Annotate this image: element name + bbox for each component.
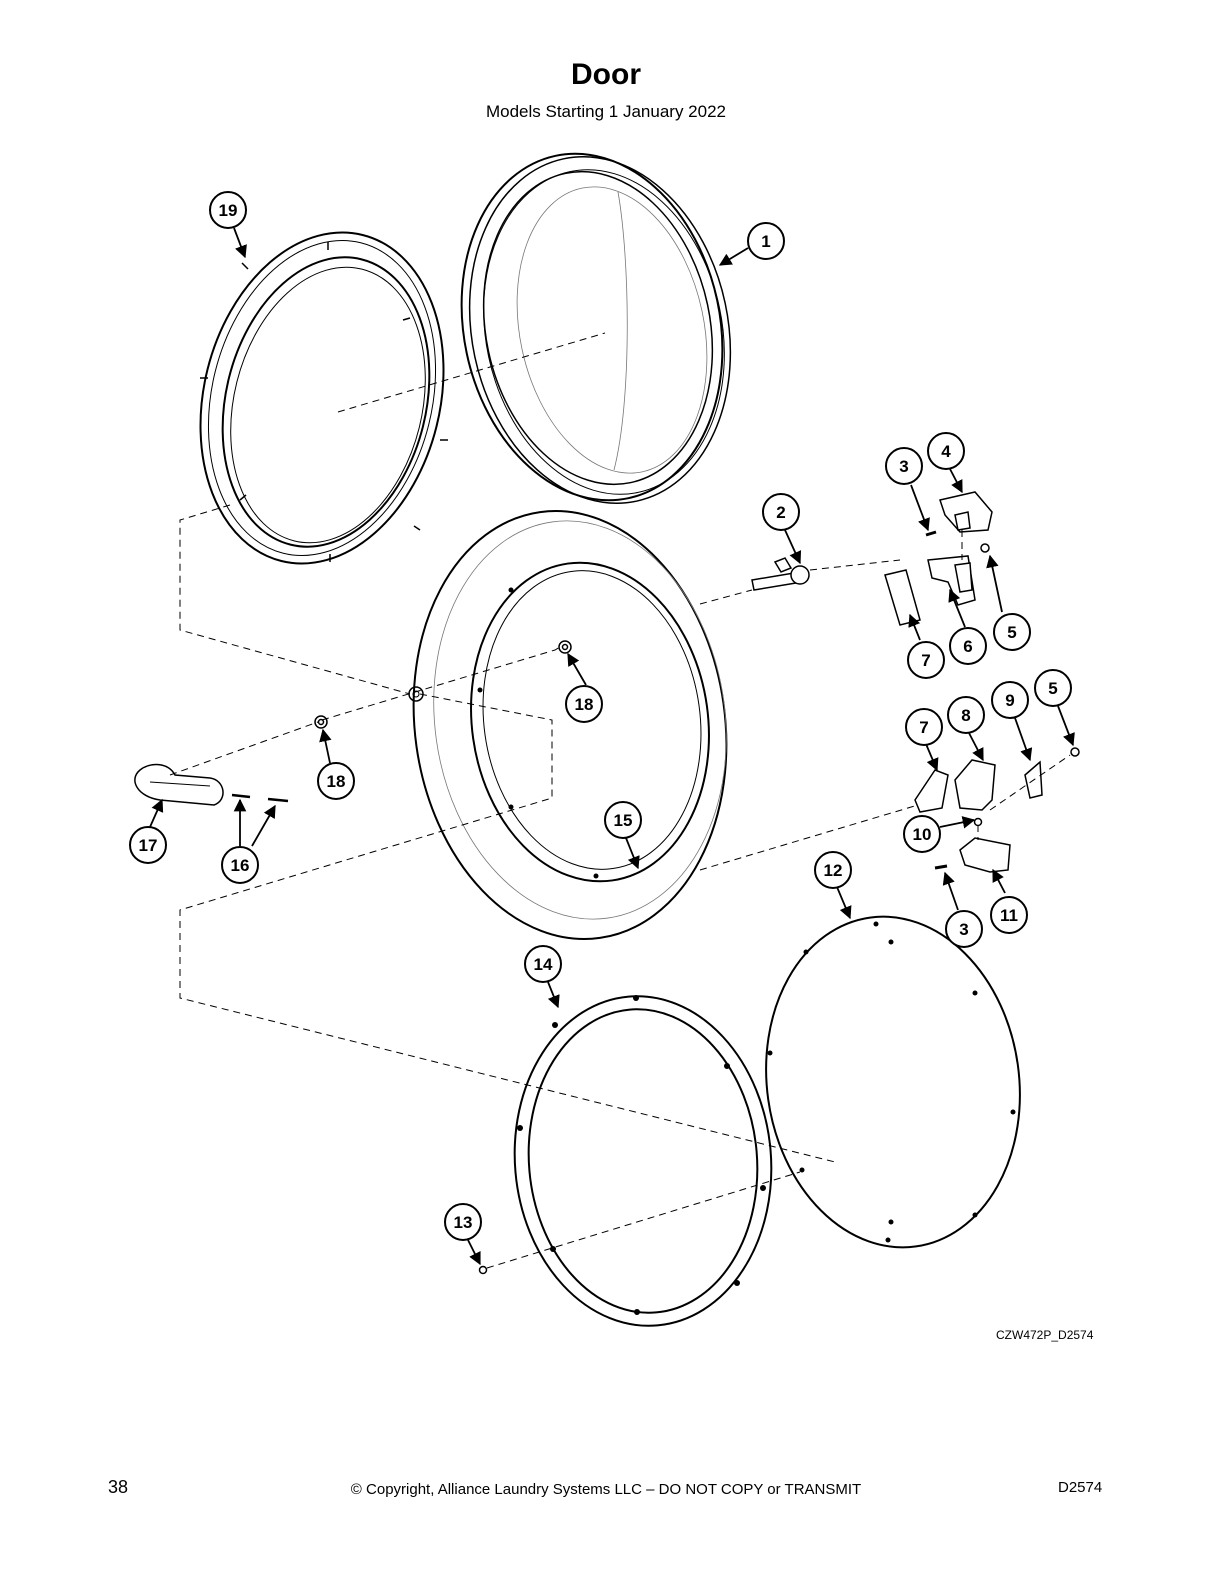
callout-8: 8 <box>961 706 970 725</box>
page-title: Door <box>571 58 641 91</box>
callout-2: 2 <box>776 503 785 522</box>
part-19-gasket-ring <box>199 231 448 565</box>
part-17-door-handle <box>134 763 224 806</box>
callout-11: 11 <box>1000 906 1018 925</box>
callout-5-lower: 5 <box>1048 679 1057 698</box>
part-12-door-glass <box>765 915 1021 1249</box>
callout-16: 16 <box>231 856 250 875</box>
callout-18-left: 18 <box>327 772 346 791</box>
part-18-bushings <box>314 640 572 729</box>
callout-1: 1 <box>761 232 770 251</box>
callout-5-upper: 5 <box>1007 623 1016 642</box>
callout-19: 19 <box>219 201 238 220</box>
callout-7-lower: 7 <box>919 718 928 737</box>
callout-4: 4 <box>941 442 951 461</box>
callout-14: 14 <box>534 955 553 974</box>
callout-6: 6 <box>963 637 972 656</box>
part-15-door-frame <box>408 510 728 940</box>
page-number: 38 <box>108 1477 129 1497</box>
callout-17: 17 <box>139 836 158 855</box>
lower-hinge-assembly <box>914 747 1080 873</box>
callout-10: 10 <box>913 825 932 844</box>
callout-9: 9 <box>1005 691 1014 710</box>
copyright-notice: © Copyright, Alliance Laundry Systems LL… <box>350 1481 862 1498</box>
page-subtitle: Models Starting 1 January 2022 <box>485 102 727 121</box>
document-code: D2574 <box>1058 1479 1103 1496</box>
part-16-pins <box>231 793 289 803</box>
callout-15: 15 <box>614 811 633 830</box>
part-14-trim-ring <box>513 995 773 1327</box>
part-1-outer-door-ring <box>460 152 732 504</box>
callout-12: 12 <box>824 861 843 880</box>
callout-13: 13 <box>454 1213 473 1232</box>
callout-7-upper: 7 <box>921 651 930 670</box>
alignment-lines <box>169 332 1071 1269</box>
callout-3-upper: 3 <box>899 457 908 476</box>
callout-18-right: 18 <box>575 695 594 714</box>
callout-3-lower: 3 <box>959 920 968 939</box>
part-13-screw <box>478 1265 488 1275</box>
callouts: 19 1 2 3 4 5 6 7 5 7 8 9 10 11 3 18 18 1… <box>129 191 1075 1266</box>
part-2-latch-pin <box>751 557 810 591</box>
drawing-id: CZW472P_D2574 <box>996 1328 1094 1342</box>
upper-hinge-assembly <box>884 491 993 626</box>
